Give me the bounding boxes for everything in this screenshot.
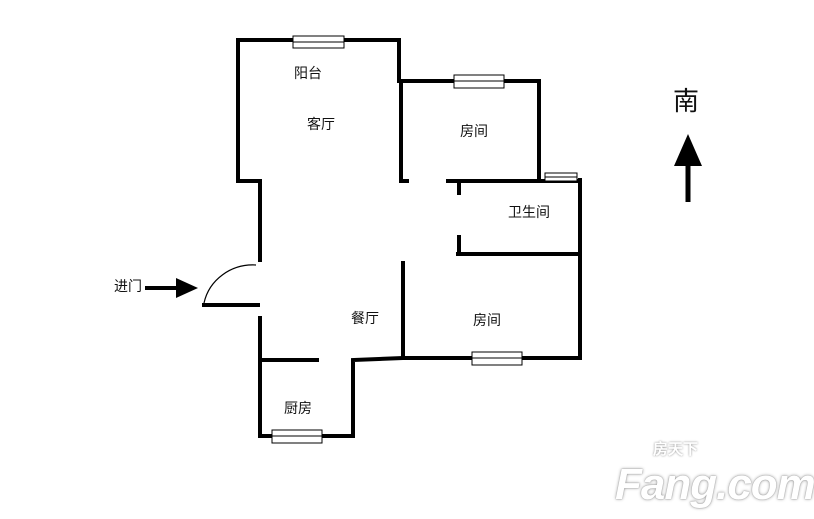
- room-label-bedroom-north: 房间: [460, 124, 488, 140]
- window: [453, 74, 505, 89]
- room-label-bedroom-south: 房间: [473, 313, 501, 329]
- entrance-arrow-icon: [145, 278, 198, 298]
- wall: [258, 178, 582, 438]
- entrance-label: 进门: [114, 279, 142, 295]
- room-label-kitchen: 厨房: [284, 401, 312, 417]
- room-label-dining-room: 餐厅: [351, 311, 379, 327]
- window: [544, 172, 578, 182]
- compass-label: 南: [672, 87, 700, 117]
- room-label-living-room: 客厅: [307, 117, 335, 133]
- wall: [236, 38, 541, 183]
- wall: [236, 179, 262, 262]
- watermark-cn: 房天下: [653, 440, 699, 458]
- room-label-balcony: 阳台: [294, 66, 322, 82]
- watermark-en: Fang.com: [615, 460, 814, 509]
- watermark-logo: 房天下 Fang.com: [615, 440, 814, 514]
- window: [292, 35, 345, 49]
- north-south-arrow-icon: [674, 134, 702, 202]
- door-swing-arc: [203, 264, 257, 304]
- window: [271, 429, 323, 444]
- window: [471, 351, 523, 366]
- room-label-bathroom: 卫生间: [508, 205, 550, 221]
